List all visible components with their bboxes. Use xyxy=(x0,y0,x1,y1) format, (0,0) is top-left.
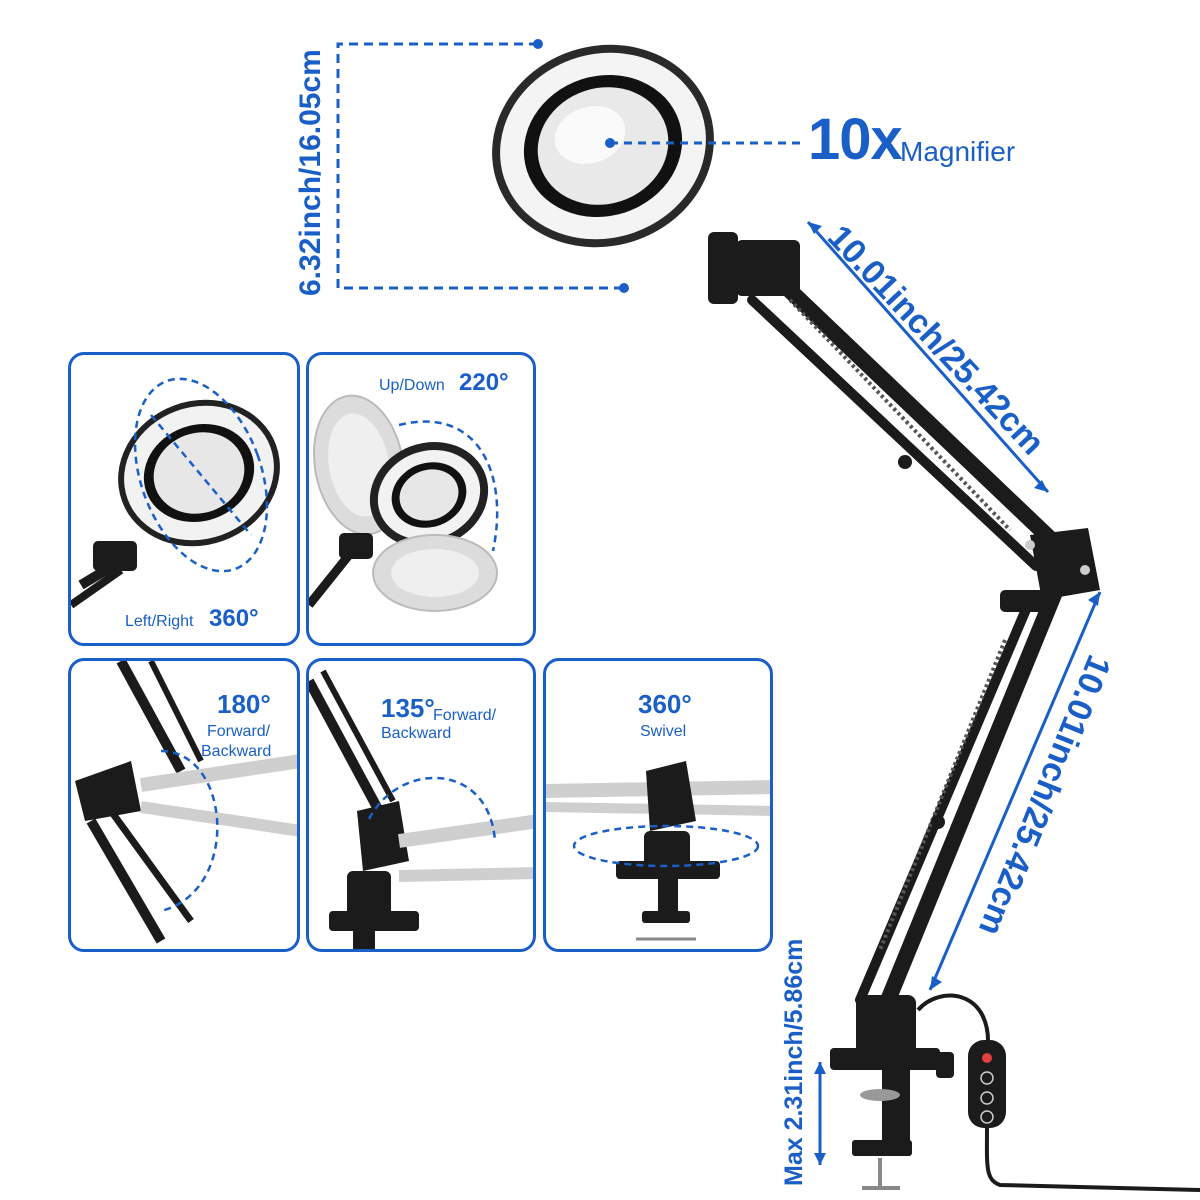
panel-fold-135: 135° Forward/ Backward xyxy=(306,658,536,952)
swivel-angle: 360° xyxy=(638,689,692,719)
fold-135-line1: Forward/ xyxy=(433,707,497,724)
fold-180-illustration xyxy=(75,661,297,944)
panel-tilt: Up/Down 220° xyxy=(306,352,536,646)
swivel-illustration xyxy=(546,761,770,941)
fold-135-angle: 135° xyxy=(381,693,435,723)
panel-swivel: 360° Swivel xyxy=(543,658,773,952)
tilt-prefix: Up/Down xyxy=(379,377,445,394)
rotate-illustration xyxy=(71,377,280,609)
tilt-angle: 220° xyxy=(459,369,509,396)
clamp-dimension: Max 2.31inch/5.86cm xyxy=(780,938,808,1186)
fold-180-angle: 180° xyxy=(217,689,271,719)
rotate-angle: 360° xyxy=(209,605,259,632)
magnifier-label: Magnifier xyxy=(900,136,1016,167)
lens-height-dimension: 6.32inch/16.05cm xyxy=(294,49,327,296)
panel-fold-180: 180° Forward/ Backward xyxy=(68,658,300,952)
magnification-value: 10x xyxy=(808,107,903,172)
fold-135-illustration xyxy=(309,669,533,949)
panel-rotate: Left/Right 360° xyxy=(68,352,300,646)
swivel-label: Swivel xyxy=(640,723,687,740)
fold-135-line2: Backward xyxy=(381,725,452,742)
fold-180-line2: Backward xyxy=(201,743,272,760)
tilt-illustration xyxy=(309,394,499,612)
fold-180-line1: Forward/ xyxy=(207,723,271,740)
rotate-prefix: Left/Right xyxy=(125,613,194,630)
